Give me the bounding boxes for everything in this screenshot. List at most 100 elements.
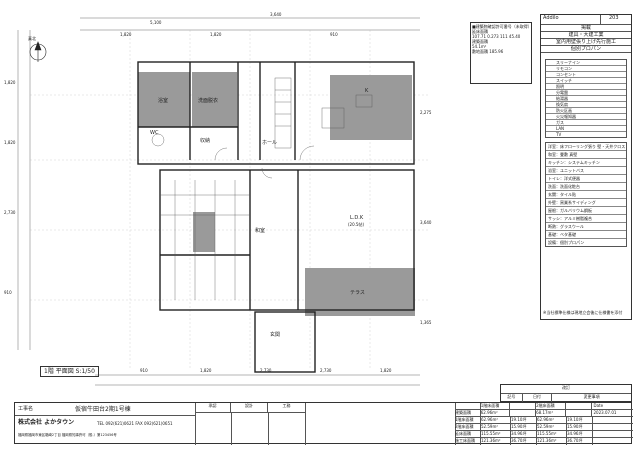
- spec-row-3: 浴室：ユニットバス: [546, 167, 626, 175]
- area-row: 延床面積 115.55m² 34.96坪 115.55m² 34.96坪: [455, 431, 633, 438]
- company-tel: TEL 092(621)0621 FAX 092(621)0651: [97, 421, 173, 426]
- area-cell: 19.10坪: [511, 417, 537, 423]
- spec-list: 洋室：床フローリング張り 壁・天井クロス 和室：畳敷 真壁 キッチン：システムキ…: [545, 142, 627, 247]
- area-cell: 19.10坪: [567, 417, 593, 423]
- legend-row-6: 給湯器: [546, 96, 626, 102]
- area-cell: [593, 438, 633, 445]
- dim-bottom-4: 1,820: [380, 368, 392, 373]
- room-terrace: テラス: [350, 290, 365, 296]
- drawing-title: 1階 平面図 S:1/50: [40, 366, 99, 377]
- dim-right-2: 1,365: [420, 320, 432, 325]
- area-cell: 115.55m²: [537, 431, 567, 437]
- room-kitchen: K: [365, 88, 369, 94]
- area-cell: 62.96m²: [481, 410, 511, 416]
- title-block: 工事名 仮宿牛田台2期1号棟 株式会社 よかタウン TEL 092(621)06…: [14, 402, 633, 445]
- approval-col-2: 工務: [282, 403, 291, 408]
- blank-cell: [305, 403, 456, 445]
- dim-top-4: 910: [330, 32, 338, 37]
- lot-info-box: ■建築物確認許可番号（未取得） 延床面積 107.71 0.273 111 45…: [470, 22, 532, 84]
- lot-info-4: 54.1m²: [472, 44, 487, 49]
- legend-row-9: 火災報知器: [546, 114, 626, 120]
- room-ldk: L.D.K: [350, 215, 364, 221]
- area-cell: 62.96m²: [481, 417, 511, 423]
- spec-row-11: 基礎：ベタ基礎: [546, 231, 626, 239]
- approval-cells: 承認 設計 工務: [195, 403, 306, 445]
- spec-row-6: 玄関：タイル貼: [546, 191, 626, 199]
- room-wc: WC: [150, 130, 159, 136]
- project-cell: 工事名 仮宿牛田台2期1号棟 株式会社 よかタウン TEL 092(621)06…: [15, 403, 196, 445]
- area-table: 1階床面積 2階床面積 Date 建築面積 62.96m² 68.17m² 20…: [455, 403, 633, 445]
- lot-info-0: ■建築物確認許可番号（未取得）: [472, 24, 532, 29]
- dim-right-0: 2,275: [420, 110, 432, 115]
- legend-row-0: スリーナイン: [546, 60, 626, 66]
- rev-label: 改訂: [562, 385, 570, 390]
- project-name: 仮宿牛田台2期1号棟: [75, 406, 131, 413]
- room-hall: ホール: [262, 140, 278, 146]
- area-row: 施工床面積 121.36m² 36.70坪 121.36m² 36.70坪: [455, 438, 633, 445]
- legend-row-5: 分電盤: [546, 90, 626, 96]
- dim-left-1: 1,820: [4, 140, 16, 145]
- area-cell: 121.36m²: [537, 438, 567, 445]
- area-cell: [510, 410, 537, 416]
- area-h-5: Date: [593, 403, 604, 408]
- area-row: 建築面積 62.96m² 68.17m² 2023.07.01: [455, 410, 633, 417]
- room-ldk-area: (20.5帖): [348, 222, 365, 227]
- dim-bottom-1: 1,820: [200, 368, 212, 373]
- dim-left-3: 910: [4, 290, 12, 295]
- bath-room-fill: [138, 72, 190, 127]
- dim-bottom-3: 2,730: [320, 368, 332, 373]
- area-h-2: [510, 403, 537, 409]
- area-cell: 121.36m²: [481, 438, 511, 445]
- legend-row-10: ガス: [546, 120, 626, 126]
- spec-row-5: 洗面：洗面化粧台: [546, 183, 626, 191]
- spec-row-10: 断熱：グラスウール: [546, 223, 626, 231]
- area-cell: 2階床面積: [455, 424, 481, 430]
- project-label: 工事名: [18, 406, 34, 412]
- item-2: 室内用壁張り上げ先行施工: [541, 39, 631, 46]
- area-cell: 建築面積: [455, 410, 481, 416]
- area-cell: 52.59m²: [537, 424, 567, 430]
- area-h-4: [566, 403, 592, 409]
- area-h-1: 1階床面積: [481, 403, 511, 409]
- area-cell: [593, 417, 633, 423]
- room-storage: 収納: [200, 138, 211, 144]
- legend-symbols: スリーナイン リモコン コンセント スイッチ 照明 分電盤 給湯器 換気扇 防火…: [545, 59, 627, 138]
- spec-row-0: 洋室：床フローリング張り 壁・天井クロス: [546, 144, 626, 151]
- area-cell: 2023.07.01: [593, 410, 617, 415]
- rev-col-2: 変更事項: [583, 394, 600, 399]
- item-1: 建具・大建工業: [541, 32, 631, 39]
- area-cell: 36.70坪: [567, 438, 593, 445]
- area-cell: 68.17m²: [536, 410, 566, 416]
- approval-col-0: 承認: [195, 403, 231, 412]
- spec-row-2: キッチン：システムキッチン: [546, 159, 626, 167]
- area-cell: 34.96坪: [567, 431, 593, 437]
- revision-table: 改訂 記号 日付 変更事項: [500, 384, 632, 403]
- area-cell: 施工床面積: [455, 438, 481, 445]
- sheet-number: 203: [609, 15, 619, 21]
- dim-top-3: 1,820: [210, 32, 222, 37]
- company-address: 福岡県福岡市東区箱崎2丁目 福岡県知事許可（般-）第123456号: [18, 433, 117, 437]
- area-cell: 延床面積: [455, 431, 481, 437]
- spec-row-7: 外壁：窯業系サイディング: [546, 199, 626, 207]
- dim-bottom-2: 2,730: [260, 368, 272, 373]
- area-cell: 1階床面積: [455, 417, 481, 423]
- area-h-0: [455, 403, 481, 409]
- dim-top-1: 3,640: [270, 12, 282, 17]
- lot-info-3: 建築面積: [472, 39, 488, 44]
- compass-label: 真北: [28, 36, 36, 41]
- item-3: 個別プロパン: [541, 46, 631, 53]
- area-cell: 52.59m²: [481, 424, 511, 430]
- legend-row-8: 防火区画: [546, 108, 626, 114]
- legend-row-1: リモコン: [546, 66, 626, 72]
- lot-info-2: 107.71 0.273 111 45.40: [472, 34, 521, 39]
- legend-note: ※当社標準仕様は現地立会後に仕様書を添付: [543, 310, 623, 315]
- area-cell: [593, 431, 633, 437]
- area-cell: 15.90坪: [511, 424, 537, 430]
- lot-info-5: 敷地面積 185.96: [472, 49, 504, 54]
- lot-info-1: 延床面積: [472, 29, 488, 34]
- spec-row-12: 設備：個別プロパン: [548, 240, 585, 245]
- room-entrance: 玄関: [270, 332, 281, 338]
- room-bath: 浴室: [158, 98, 169, 104]
- dim-top-0: 5,100: [150, 20, 162, 25]
- dim-top-2: 1,820: [120, 32, 132, 37]
